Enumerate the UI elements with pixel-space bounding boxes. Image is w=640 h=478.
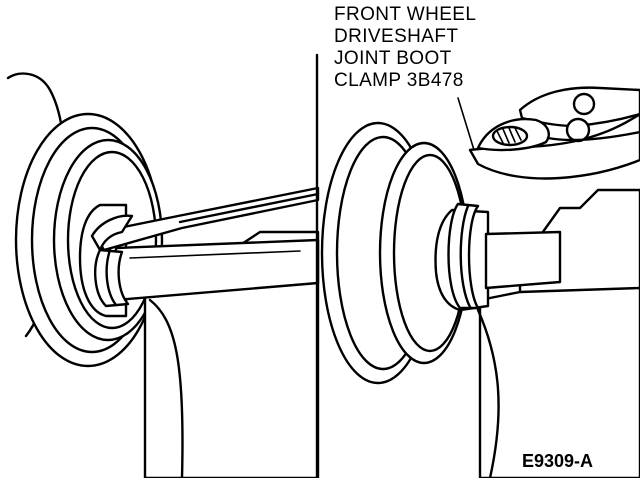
pliers-jaw-line bbox=[546, 130, 640, 142]
pliers-lower-jaw bbox=[468, 112, 640, 180]
callout-leader-line bbox=[457, 97, 475, 151]
figure-id: E9309-A bbox=[522, 451, 594, 471]
callout-label: FRONT WHEEL DRIVESHAFT JOINT BOOT CLAMP … bbox=[334, 4, 476, 92]
left-axle-highlight bbox=[129, 250, 301, 259]
callout-line-2: DRIVESHAFT bbox=[334, 26, 459, 47]
callout-line-4: CLAMP 3B478 bbox=[334, 70, 464, 91]
pliers-pivot-rivet-lower bbox=[565, 117, 591, 143]
right-housing-edge bbox=[518, 286, 640, 294]
pliers-grip-hatch bbox=[496, 127, 522, 144]
left-clamp-ridge bbox=[105, 248, 118, 307]
right-clamp-ridge bbox=[459, 204, 472, 309]
left-clamp-band bbox=[94, 248, 130, 308]
left-panel bbox=[6, 72, 320, 478]
right-axle-shaft bbox=[484, 230, 562, 290]
callout-line-1: FRONT WHEEL bbox=[334, 4, 477, 25]
screwdriver-tip bbox=[90, 214, 134, 252]
left-boot-small-fold-rim bbox=[66, 150, 158, 330]
screwdriver-edge bbox=[178, 192, 320, 224]
callout-line-3: JOINT BOOT bbox=[334, 48, 452, 69]
left-housing-curve bbox=[148, 298, 184, 478]
right-panel bbox=[320, 86, 640, 478]
pliers-pivot-rivet-upper bbox=[572, 92, 596, 116]
right-clamp-band bbox=[447, 202, 480, 310]
right-housing-curve bbox=[476, 308, 500, 478]
